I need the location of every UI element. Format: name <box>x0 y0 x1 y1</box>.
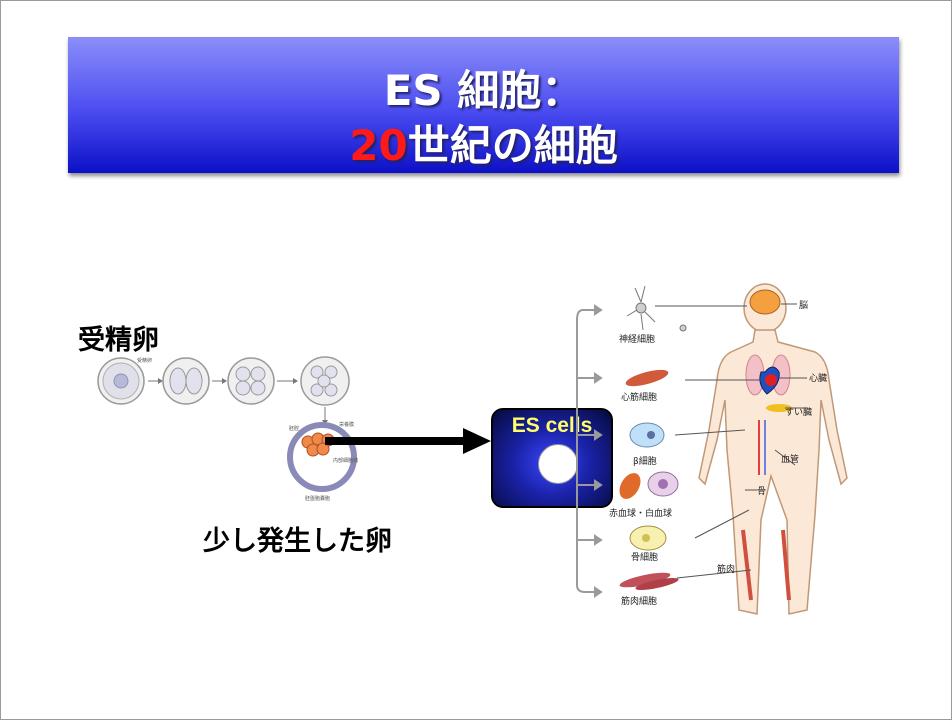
zygote-stage-label: 受精卵 <box>137 357 152 364</box>
cell-type-label-beta-cell: β細胞 <box>633 455 657 467</box>
cell-type-label-cardiomyocyte: 心筋細胞 <box>621 391 657 403</box>
beta-cell-icon <box>629 422 665 448</box>
morula-stage <box>300 356 350 406</box>
blastocyst-label-trophoblast: 栄養膜 <box>339 421 354 428</box>
zygote-stage: 受精卵 <box>97 357 152 405</box>
slide-title-banner: ES 細胞： 20世紀の細胞 <box>68 37 899 173</box>
cardiomyocyte-icon <box>625 369 669 387</box>
blastocyst-label-cavity: 胚腔 <box>289 425 299 432</box>
bone-cell-icon <box>629 525 667 551</box>
title-highlight-number: 20 <box>349 121 408 170</box>
blastocyst-label-inner-cell-mass: 内部細胞塊 <box>333 457 358 464</box>
organ-label-blood-vessel: 血管 <box>781 453 799 465</box>
organ-label-heart: 心臓 <box>809 373 827 384</box>
early-embryo-label: 少し発生した卵 <box>203 526 392 557</box>
organ-label-brain: 脳 <box>799 299 808 311</box>
organ-label-pancreas: すい臓 <box>785 407 812 418</box>
blastocyst-label-bottom: 胚盤胞嚢胞 <box>305 495 330 502</box>
body-cell-type-diagram: 神経細胞 心筋細胞 β細胞 赤血球・白血球 骨細胞 筋肉細胞 脳 心臓 すい臓 … <box>576 283 848 615</box>
organ-label-muscle: 筋肉 <box>717 563 735 575</box>
arrow-to-es-cells <box>325 428 491 454</box>
slide-title-line1: ES 細胞： <box>383 66 584 115</box>
embryo-development-diagram: 受精卵 胚腔 栄養膜 内部細胞塊 胚盤胞嚢胞 <box>97 356 358 502</box>
slide-title-line2: 20世紀の細胞 <box>68 112 899 173</box>
two-cell-stage <box>162 357 210 405</box>
four-cell-stage <box>227 357 275 405</box>
es-cells-box: ES cells <box>491 408 613 508</box>
neuron-icon <box>626 285 687 332</box>
pancreas-icon <box>766 404 792 412</box>
muscle-cell-icon <box>619 572 679 591</box>
cell-type-label-blood-cells: 赤血球・白血球 <box>609 507 672 519</box>
blood-cells-icon <box>619 471 679 499</box>
cell-type-label-muscle-cell: 筋肉細胞 <box>621 595 657 607</box>
es-cell-nucleus <box>538 444 578 484</box>
brain-icon <box>749 289 781 315</box>
cell-type-label-bone-cell: 骨細胞 <box>631 551 658 563</box>
organ-label-bone: 骨 <box>757 486 766 497</box>
title-line2-text: 世紀の細胞 <box>407 121 618 170</box>
fertilized-egg-label: 受精卵 <box>78 325 159 356</box>
es-cells-label: ES cells <box>511 414 593 437</box>
cell-type-label-neuron: 神経細胞 <box>619 333 655 345</box>
